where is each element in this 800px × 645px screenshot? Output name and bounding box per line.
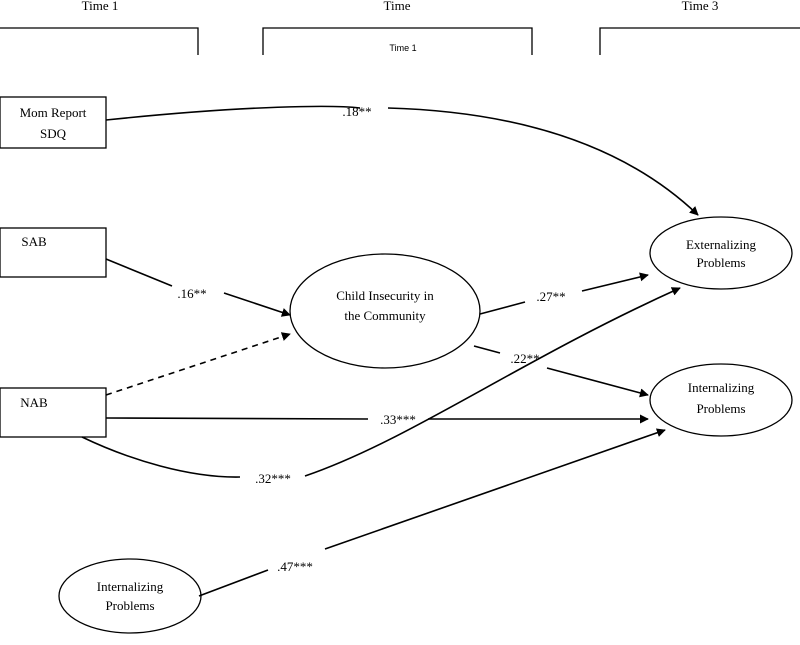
child-insecurity-label-2: the Community	[344, 308, 426, 323]
path-insecurity-to-ext-seg2	[581, 272, 649, 292]
internalizing-t3-label-2: Problems	[696, 401, 745, 416]
coef-sab-to-insecurity: .16**	[177, 286, 206, 301]
externalizing-problems-node: Externalizing Problems	[649, 216, 793, 290]
path-insecurity-to-int-seg2	[546, 367, 649, 398]
path-int-t1-to-int-seg2	[324, 428, 666, 550]
path-nab-to-ext-seg1	[81, 436, 241, 478]
time-2-subheader: Time 1	[389, 43, 416, 53]
internalizing-t1-ellipse	[58, 558, 202, 634]
coef-insecurity-to-int: .22**	[510, 351, 539, 366]
time-3-header: Time 3	[682, 0, 719, 13]
internalizing-problems-t1-node: Internalizing Problems	[58, 558, 202, 634]
coef-nab-to-int: .33***	[380, 412, 416, 427]
coef-mom-to-ext: .18**	[342, 104, 371, 119]
path-sab-to-insecurity-seg2	[223, 292, 291, 317]
time-1-bracket	[0, 27, 199, 55]
nab-node: NAB	[0, 387, 107, 438]
path-insecurity-to-ext-seg1	[479, 301, 526, 315]
path-mom-to-ext-seg1	[105, 105, 361, 121]
nab-box	[0, 387, 107, 438]
time-3-bracket	[599, 27, 800, 55]
sab-node: SAB	[0, 227, 107, 278]
externalizing-label-1: Externalizing	[686, 237, 757, 252]
internalizing-t1-label-1: Internalizing	[97, 579, 164, 594]
path-mom-to-ext-seg2	[387, 107, 699, 216]
path-insecurity-to-int-seg1	[473, 345, 501, 354]
mom-report-box	[0, 96, 107, 149]
mom-report-sdq-node: Mom Report SDQ	[0, 96, 107, 149]
coef-int-t1-to-int: .47***	[277, 559, 313, 574]
sab-label: SAB	[21, 234, 47, 249]
path-int-t1-to-int-seg1	[198, 569, 269, 597]
mom-report-label-1: Mom Report	[20, 105, 87, 120]
internalizing-t3-label-1: Internalizing	[688, 380, 755, 395]
path-nab-to-insecurity	[105, 332, 291, 396]
path-nab-to-ext-seg2	[304, 287, 681, 477]
sab-box	[0, 227, 107, 278]
coef-insecurity-to-ext: .27**	[536, 289, 565, 304]
nab-label: NAB	[20, 395, 48, 410]
internalizing-problems-t3-node: Internalizing Problems	[649, 363, 793, 437]
time-2-bracket	[262, 27, 533, 55]
time-2-header: Time	[384, 0, 411, 13]
child-insecurity-node: Child Insecurity in the Community	[289, 253, 481, 369]
path-nab-to-int-seg1	[105, 417, 369, 420]
externalizing-label-2: Problems	[696, 255, 745, 270]
child-insecurity-label-1: Child Insecurity in	[336, 288, 434, 303]
coef-nab-to-ext: .32***	[255, 471, 291, 486]
time-1-header: Time 1	[82, 0, 119, 13]
internalizing-t1-label-2: Problems	[105, 598, 154, 613]
mom-report-label-2: SDQ	[40, 126, 67, 141]
internalizing-t3-ellipse	[649, 363, 793, 437]
path-sab-to-insecurity-seg1	[105, 258, 173, 287]
externalizing-ellipse	[649, 216, 793, 290]
